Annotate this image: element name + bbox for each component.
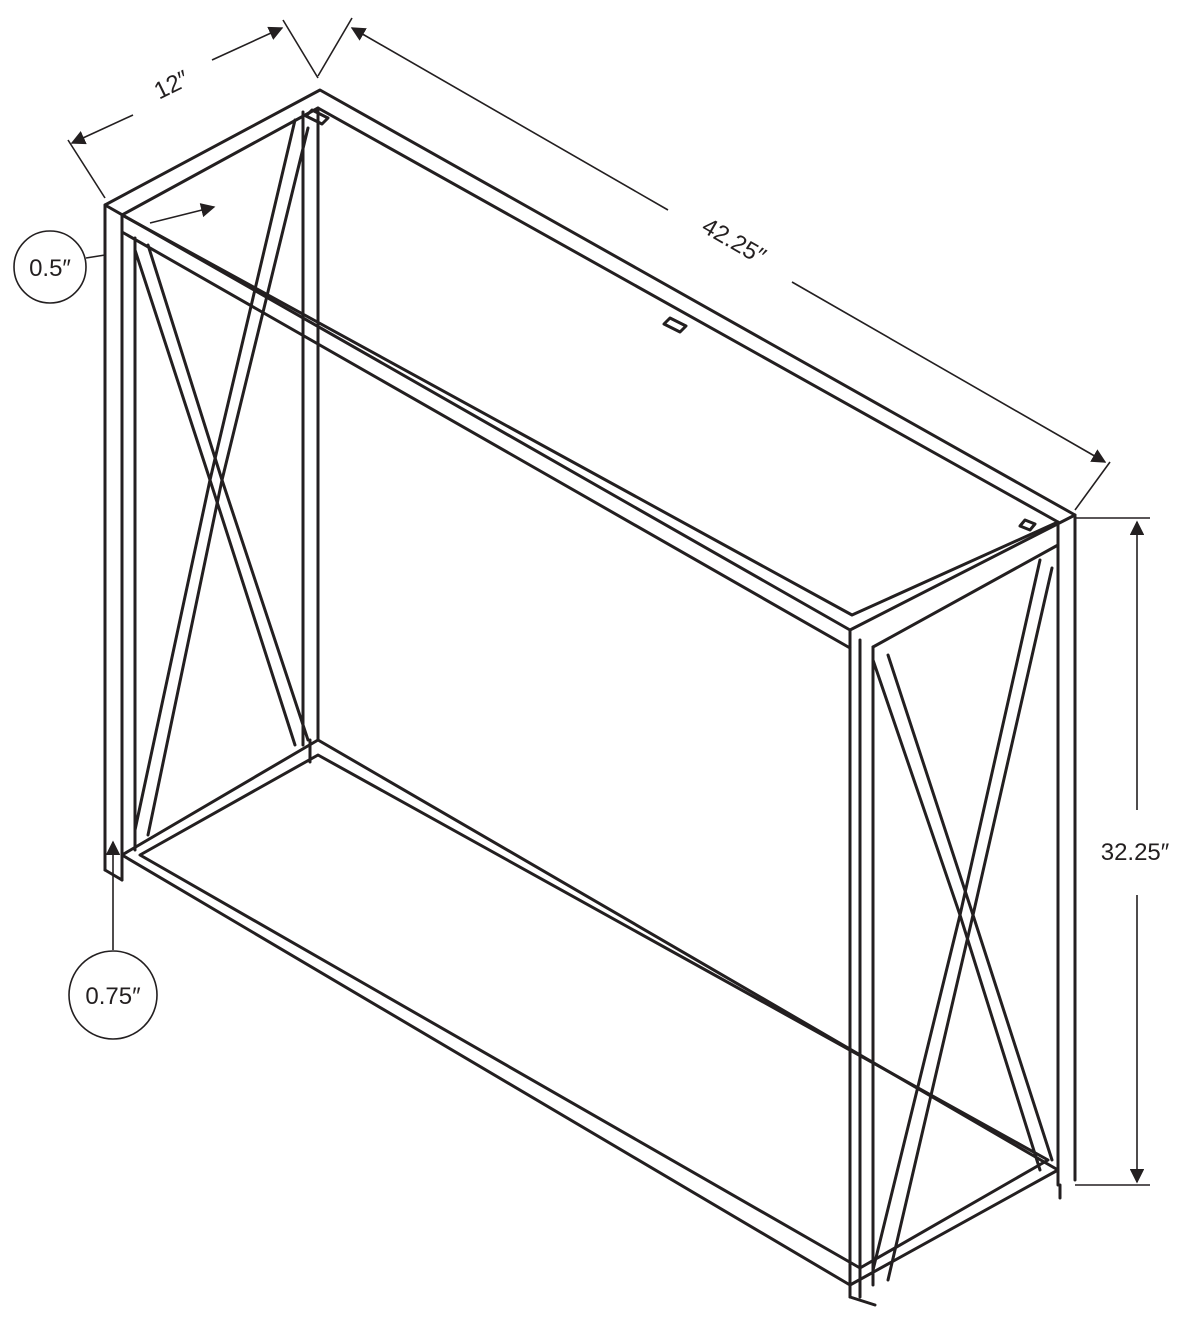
top-bracket-front [1018, 518, 1037, 532]
left-x-brace-a1 [133, 248, 297, 747]
top-thickness-callout-circle [13, 230, 87, 304]
length-extension-right [1074, 461, 1111, 511]
depth-dimension-line-left [70, 114, 134, 145]
height-label: 32.25″ [1101, 839, 1170, 866]
depth-label: 12″ [150, 65, 194, 105]
bottom-frame-inner [138, 753, 1050, 1270]
top-bracket-middle [662, 316, 688, 334]
extension-lines [67, 17, 1150, 1186]
right-x-brace-b2 [886, 566, 1054, 1282]
length-dimension-line-right [791, 281, 1107, 463]
left-x-brace-b1 [133, 118, 297, 832]
top-thickness-leader [85, 254, 106, 259]
top-thickness-label: 0.5″ [29, 255, 71, 282]
top-bracket-rear [304, 108, 330, 126]
right-side-top-rail [871, 543, 1060, 649]
length-label: 42.25″ [697, 213, 770, 271]
length-extension-left [317, 17, 353, 77]
callouts [13, 230, 158, 1040]
depth-extension-left [67, 139, 106, 199]
base-thickness-callout-circle [68, 950, 158, 1040]
length-dimension-line-left [350, 27, 669, 211]
depth-dimension-line-right [211, 26, 284, 61]
front-top-rail [120, 230, 852, 650]
left-x-brace-a2 [146, 243, 310, 742]
depth-extension-right [282, 19, 319, 79]
front-right-foot [848, 1295, 877, 1307]
right-x-brace-b1 [871, 558, 1042, 1272]
left-x-brace-b2 [146, 126, 310, 837]
table-frame [103, 88, 1077, 1307]
top-thickness-arrow [149, 203, 216, 224]
top-frame-inner [120, 106, 1060, 617]
bottom-frame-outer [120, 738, 1060, 1287]
base-thickness-label: 0.75″ [85, 983, 141, 1010]
dimension-lines [70, 26, 1145, 1184]
